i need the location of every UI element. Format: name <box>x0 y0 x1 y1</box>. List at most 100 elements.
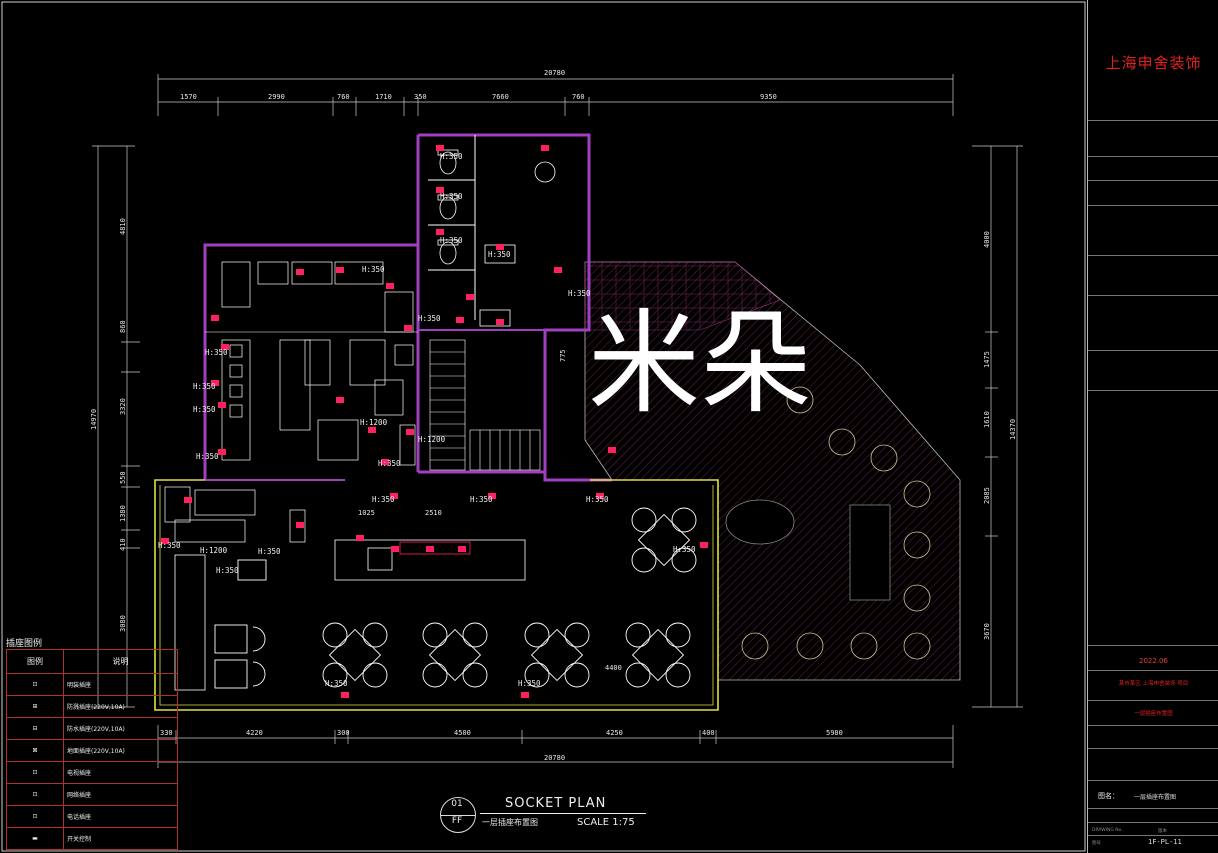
socket-marker <box>436 187 444 193</box>
dim-bottom-seg-5: 4250 <box>606 729 623 737</box>
dim-right-seg-1: 4000 <box>983 231 991 248</box>
height-label: H:350 <box>418 314 441 323</box>
socket-marker <box>521 692 529 698</box>
height-label: H:350 <box>440 192 463 201</box>
socket-marker <box>221 344 229 350</box>
tb-divider <box>1088 390 1218 391</box>
socket-marker <box>296 269 304 275</box>
dim-left-seg-1: 4810 <box>119 218 127 235</box>
tb-divider <box>1088 645 1218 646</box>
terrace-plants <box>741 386 931 660</box>
tb-divider <box>1088 822 1218 823</box>
terrace-area <box>584 261 961 681</box>
tb-divider <box>1088 350 1218 351</box>
dim-interior-3: 4400 <box>605 664 622 672</box>
socket-marker <box>596 493 604 499</box>
height-label: H:350 <box>362 265 385 274</box>
socket-marker <box>368 427 376 433</box>
tb-drawing-number: 1F-PL-11 <box>1148 838 1182 846</box>
dim-left-seg-3: 3320 <box>119 398 127 415</box>
tb-divider <box>1088 670 1218 671</box>
legend-col-symbol: 图例 <box>6 649 64 674</box>
legend-header-row: 图例 说明 <box>6 649 178 674</box>
dim-bottom-seg-7: 5980 <box>826 729 843 737</box>
watermark-text: 米朵 <box>588 299 812 429</box>
socket-marker <box>161 538 169 544</box>
tb-divider <box>1088 835 1218 836</box>
legend-symbol-icon: ⊟ <box>6 717 64 740</box>
dim-top-seg-5: 350 <box>414 93 427 101</box>
tb-divider <box>1088 700 1218 701</box>
dining-table <box>322 622 388 688</box>
socket-marker <box>391 546 399 552</box>
dim-left-seg-4: 550 <box>119 471 127 484</box>
height-label: H:1200 <box>360 418 388 427</box>
title-underline <box>480 813 646 814</box>
height-label: H:350 <box>568 289 591 298</box>
legend-symbol-icon: ⊡ <box>6 761 64 784</box>
tb-divider <box>1088 295 1218 296</box>
socket-marker <box>700 542 708 548</box>
legend-desc: 防溅插座(220V,10A) <box>63 695 178 718</box>
height-label: H:1200 <box>418 435 446 444</box>
dim-bottom-total: 20780 <box>544 754 565 762</box>
kitchen-equipment <box>164 261 416 543</box>
dining-table <box>631 507 697 573</box>
socket-marker <box>458 546 466 552</box>
tb-divider <box>1088 255 1218 256</box>
left-dimension-chain <box>92 145 140 708</box>
legend-table: 图例 说明 ⊡明装插座 ⊞防溅插座(220V,10A) ⊟防水插座(220V,1… <box>6 649 178 850</box>
height-label: H:350 <box>586 495 609 504</box>
height-label: H:350 <box>440 152 463 161</box>
drawing-title: SOCKET PLAN <box>505 796 607 811</box>
legend-row: ⊟防水插座(220V,10A) <box>6 717 178 740</box>
dim-bottom-seg-3: 300 <box>337 729 350 737</box>
legend-symbol-icon: ⊡ <box>6 673 64 696</box>
dim-right-seg-4: 2085 <box>983 487 991 504</box>
tb-code-label: DRAWING No. <box>1092 828 1123 833</box>
height-label: H:350 <box>673 545 696 554</box>
height-label: H:1200 <box>200 546 228 555</box>
legend-desc: 开关控制 <box>63 827 178 850</box>
building-walls <box>154 133 719 711</box>
legend-row: ⊡电话插座 <box>6 805 178 828</box>
stairs <box>429 339 541 471</box>
dim-interior-1: 1025 <box>358 509 375 517</box>
company-name: 上海申舍装饰 <box>1105 54 1202 72</box>
socket-marker <box>436 145 444 151</box>
dim-left-seg-6: 410 <box>119 538 127 551</box>
dim-top-seg-7: 760 <box>572 93 585 101</box>
drawing-frame <box>1 1 1086 852</box>
legend-title: 插座图例 <box>6 639 43 649</box>
height-label: H:350 <box>193 405 216 414</box>
small-table <box>237 559 267 581</box>
height-label: H:350 <box>440 236 463 245</box>
socket-marker <box>341 692 349 698</box>
socket-marker <box>541 145 549 151</box>
tb-project-line1: 某市某区 上海申舍装饰 项目 <box>1118 681 1189 687</box>
legend-col-desc: 说明 <box>63 649 178 674</box>
legend-symbol-icon: ▬ <box>6 827 64 850</box>
dim-top-seg-3: 760 <box>337 93 350 101</box>
dim-right-seg-5: 3670 <box>983 623 991 640</box>
socket-marker <box>426 546 434 552</box>
height-label: H:350 <box>216 566 239 575</box>
dim-left-total: 14970 <box>90 409 98 430</box>
height-label: H:350 <box>518 679 541 688</box>
legend-symbol-icon: ⊡ <box>6 805 64 828</box>
legend-symbol-icon: ⊡ <box>6 783 64 806</box>
tb-version-label: 版本 <box>1158 829 1167 834</box>
dim-top-seg-1: 1570 <box>180 93 197 101</box>
socket-marker <box>381 459 389 465</box>
dim-left-seg-5: 1380 <box>119 505 127 522</box>
socket-marker <box>336 397 344 403</box>
booth-table <box>214 624 266 654</box>
dim-interior-2: 2510 <box>425 509 442 517</box>
legend-row: ⊞防溅插座(220V,10A) <box>6 695 178 718</box>
sheet-index: 01 <box>451 799 463 809</box>
socket-marker <box>608 447 616 453</box>
height-label: H:350 <box>325 679 348 688</box>
socket-markers <box>161 145 708 698</box>
dim-right-seg-3: 1610 <box>983 411 991 428</box>
socket-marker <box>184 497 192 503</box>
